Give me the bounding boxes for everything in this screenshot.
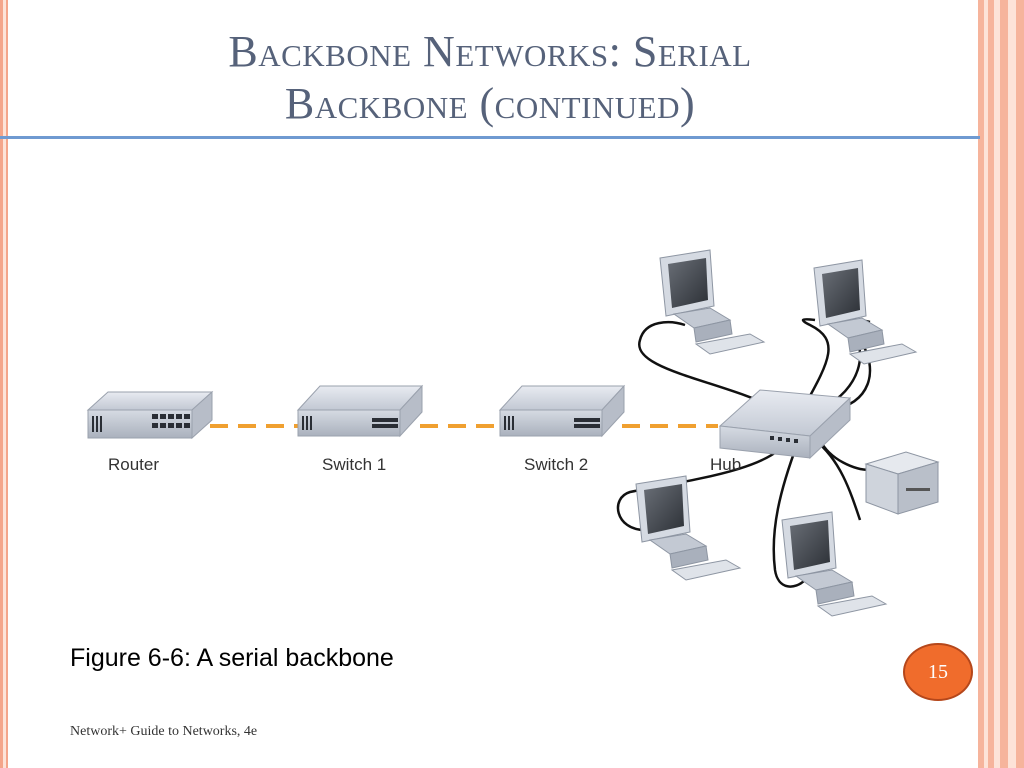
switch1-device bbox=[296, 384, 424, 438]
printer-icon bbox=[864, 451, 940, 515]
router-label: Router bbox=[108, 455, 159, 474]
workstation-icon bbox=[813, 259, 918, 365]
slide-frame-right bbox=[978, 0, 1024, 768]
slide-title-line1: Backbone Networks: Serial bbox=[228, 27, 752, 76]
slide-title: Backbone Networks: Serial Backbone (cont… bbox=[90, 26, 890, 130]
hub-device bbox=[718, 389, 852, 460]
workstation-icon bbox=[781, 511, 888, 617]
hub-label: Hub bbox=[710, 455, 741, 474]
title-divider bbox=[0, 136, 980, 139]
router-device bbox=[86, 390, 214, 440]
page-number-badge: 15 bbox=[903, 643, 973, 701]
switch1-label: Switch 1 bbox=[322, 455, 386, 474]
switch2-device bbox=[498, 384, 626, 438]
page-number: 15 bbox=[928, 660, 948, 683]
switch2-label: Switch 2 bbox=[524, 455, 588, 474]
slide-frame-left bbox=[0, 0, 10, 768]
workstation-icon bbox=[659, 249, 766, 355]
workstation-icon bbox=[635, 475, 742, 581]
serial-backbone-diagram: Router Switch 1 Switch 2 Hub bbox=[86, 249, 940, 617]
slide-title-line2: Backbone (continued) bbox=[284, 79, 696, 128]
footer-text: Network+ Guide to Networks, 4e bbox=[70, 724, 258, 739]
figure-caption: Figure 6-6: A serial backbone bbox=[70, 644, 394, 672]
